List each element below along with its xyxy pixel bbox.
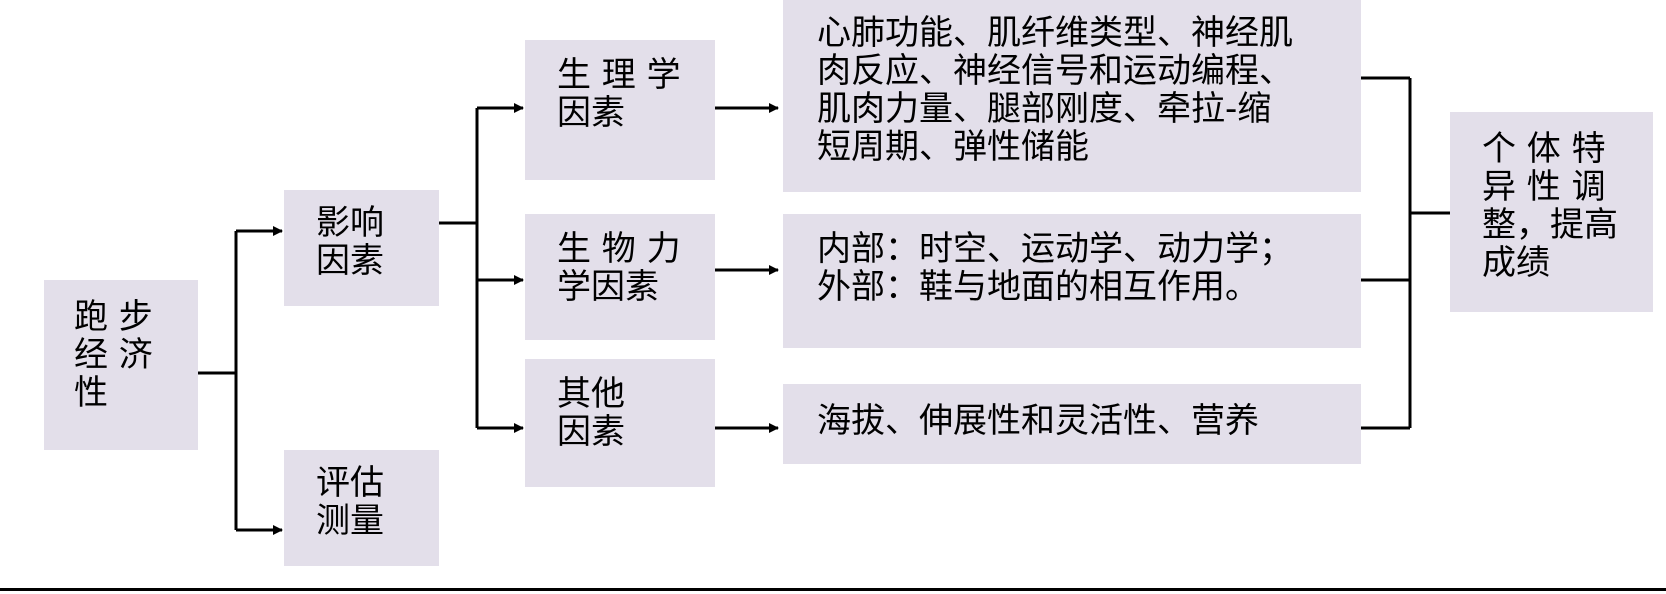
running-economy-node: 跑 步 经 济 性 [44, 280, 198, 450]
influence-branch-connector [439, 103, 524, 433]
biomechanical-details-node: 内部：时空、运动学、动力学； 外部：鞋与地面的相互作用。 [783, 214, 1361, 348]
biomechanical-factors-node: 生 物 力 学因素 [525, 214, 715, 340]
outcome-node: 个 体 特 异 性 调 整，提高 成绩 [1450, 112, 1653, 312]
outcome-merge-connector [1361, 76, 1450, 430]
physiological-details-node: 心肺功能、肌纤维类型、神经肌 肉反应、神经信号和运动编程、 肌肉力量、腿部刚度、… [783, 0, 1361, 192]
other-factors-node: 其他 因素 [525, 359, 715, 487]
assessment-measurement-node: 评估 测量 [284, 450, 439, 566]
other-details-node: 海拔、伸展性和灵活性、营养 [783, 384, 1361, 464]
physiological-factors-node: 生 理 学 因素 [525, 40, 715, 180]
influence-factors-node: 影响 因素 [284, 190, 439, 306]
root-branch-connector [198, 226, 283, 535]
bottom-divider [0, 588, 1666, 591]
